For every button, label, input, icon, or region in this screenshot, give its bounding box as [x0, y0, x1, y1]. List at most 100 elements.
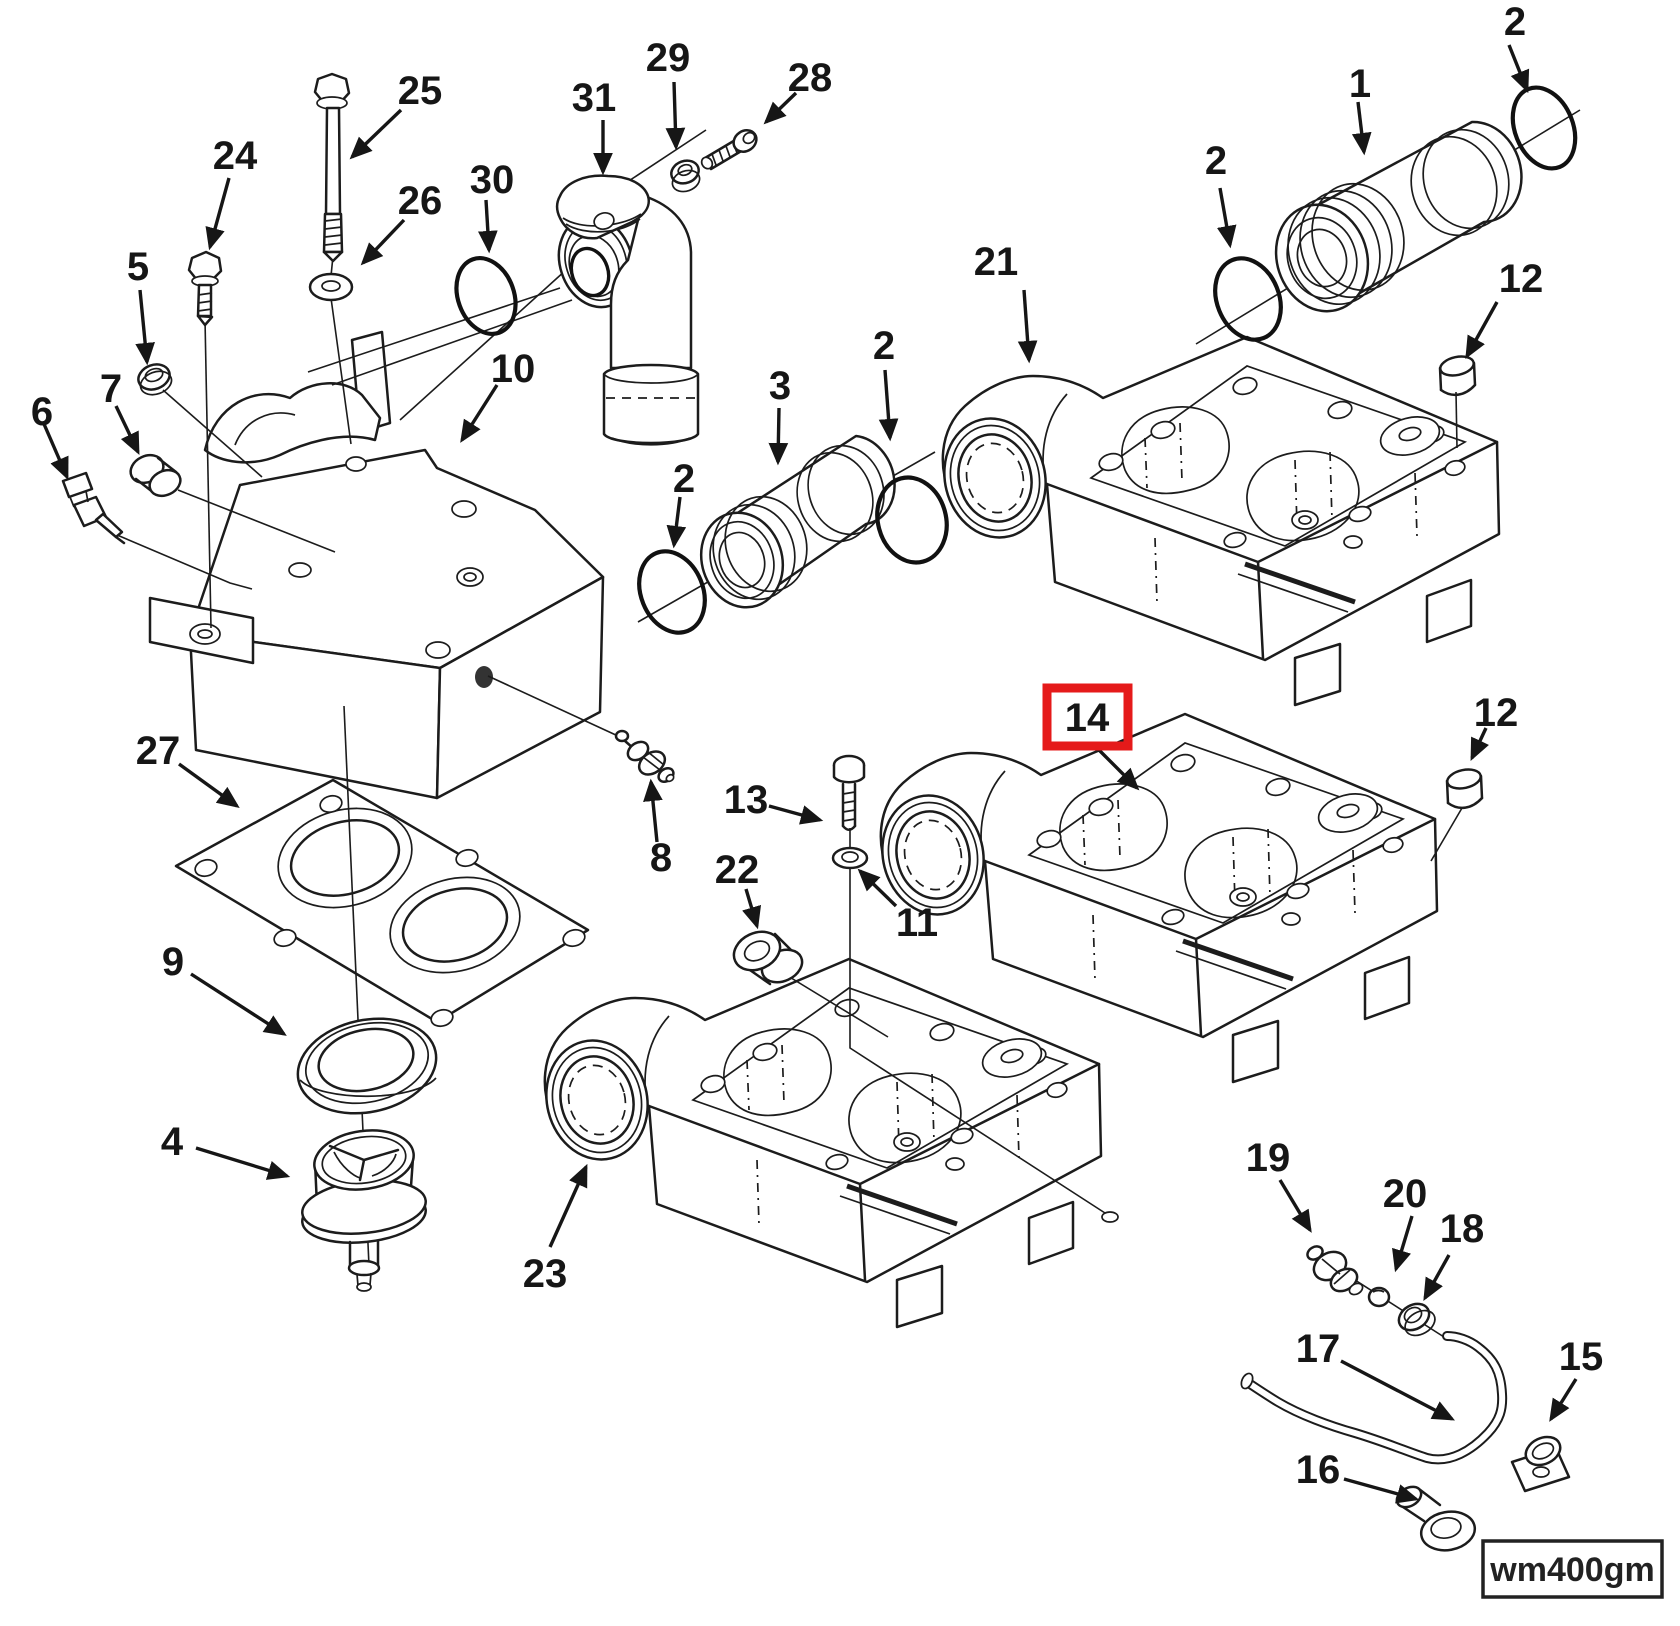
callout-label-9: 9 — [162, 940, 184, 984]
callout-arrow-13 — [768, 804, 824, 825]
caption-box — [1481, 1539, 1664, 1599]
callout-label-11: 11 — [896, 901, 938, 945]
o-ring-2-right-of-tube — [875, 475, 949, 565]
callout-arrow-2 — [1507, 44, 1530, 94]
bolt-25 — [313, 72, 351, 263]
callout-arrow-18 — [1423, 1254, 1451, 1301]
oil-cooler-housing-23 — [534, 959, 1101, 1327]
callout-arrow-30 — [478, 199, 498, 254]
oil-cooler-core-1 — [1274, 120, 1523, 313]
fitting-19 — [1306, 1245, 1364, 1296]
plug-5 — [137, 363, 173, 396]
drain-tube-17 — [1240, 1331, 1508, 1465]
callout-label-16: 16 — [1296, 1448, 1341, 1492]
callout-arrow-7 — [114, 405, 140, 456]
o-ring-2-left-of-core — [1213, 256, 1283, 342]
o-ring-30 — [454, 256, 518, 336]
plug-12-lower — [1445, 768, 1484, 810]
clamp-16 — [1395, 1485, 1477, 1552]
callout-arrow-1 — [1351, 101, 1372, 156]
callout-arrow-6 — [42, 423, 69, 481]
callout-arrow-16 — [1343, 1477, 1420, 1504]
callout-arrow-28 — [763, 91, 798, 125]
callout-arrow-23 — [548, 1163, 588, 1248]
callout-label-20: 20 — [1383, 1172, 1428, 1216]
callout-label-23: 23 — [523, 1252, 568, 1296]
callout-label-4: 4 — [161, 1120, 184, 1164]
clamp-15 — [1510, 1435, 1571, 1493]
caption-code: wm400gm — [1489, 1551, 1654, 1589]
callout-arrow-3 — [768, 407, 789, 466]
callout-label-3: 3 — [769, 364, 791, 408]
callout-arrow-24 — [205, 177, 231, 251]
callout-arrow-29 — [665, 81, 686, 151]
callout-arrow-27 — [178, 762, 240, 808]
nut-29 — [670, 159, 701, 193]
callout-label-2: 2 — [673, 457, 695, 501]
washer-11 — [831, 846, 869, 870]
callout-label-25: 25 — [398, 69, 443, 113]
seal-9 — [296, 1017, 438, 1115]
callout-label-26: 26 — [398, 179, 443, 223]
callout-label-18: 18 — [1440, 1207, 1485, 1251]
callout-label-8: 8 — [650, 836, 672, 880]
temperature-sensor-6 — [61, 471, 126, 545]
callout-label-2: 2 — [1504, 0, 1526, 44]
callout-arrow-2 — [878, 369, 899, 442]
water-outlet-elbow-31 — [555, 174, 700, 446]
callout-label-21: 21 — [974, 240, 1019, 284]
callout-label-6: 6 — [31, 390, 53, 434]
callout-arrow-5 — [135, 289, 155, 366]
plug-7 — [129, 453, 182, 498]
callout-label-22: 22 — [715, 848, 760, 892]
callout-arrow-20 — [1392, 1215, 1414, 1273]
callout-label-28: 28 — [788, 56, 833, 100]
callout-label-31: 31 — [572, 76, 617, 120]
callout-arrow-4 — [195, 1146, 291, 1180]
highlight-box-part-14 — [1042, 683, 1133, 751]
callout-label-10: 10 — [491, 347, 536, 391]
callout-label-2: 2 — [873, 324, 895, 368]
callout-arrow-25 — [349, 108, 403, 160]
callout-label-14-highlighted: 14 — [1065, 696, 1110, 740]
o-ring-2-left-of-tube — [637, 549, 707, 635]
callout-arrow-21 — [1017, 289, 1038, 364]
callout-arrow-8 — [643, 778, 663, 843]
callout-label-30: 30 — [470, 158, 515, 202]
callout-label-13: 13 — [724, 778, 769, 822]
bolt-24 — [187, 250, 223, 327]
callout-label-19: 19 — [1246, 1136, 1291, 1180]
oil-cooler-housing-21 — [932, 337, 1499, 705]
callout-label-15: 15 — [1559, 1335, 1604, 1379]
ball-20 — [1367, 1286, 1391, 1308]
callout-arrow-12 — [1465, 301, 1499, 359]
plug-12-upper — [1438, 355, 1477, 397]
callout-label-27: 27 — [136, 729, 181, 773]
callout-arrow-26 — [360, 218, 406, 266]
callout-arrow-22 — [742, 888, 762, 930]
callout-label-5: 5 — [127, 245, 149, 289]
callout-arrow-2 — [1216, 187, 1237, 249]
callout-label-12: 12 — [1474, 691, 1519, 735]
bolt-28 — [700, 129, 758, 171]
highlight-layer — [1042, 683, 1133, 751]
caption-layer: wm400gm — [1481, 1539, 1664, 1599]
callout-label-24: 24 — [213, 134, 258, 178]
callout-label-12: 12 — [1499, 257, 1544, 301]
fitting-8 — [614, 729, 675, 783]
callout-arrow-12 — [1470, 727, 1490, 762]
callout-label-29: 29 — [646, 36, 691, 80]
washer-26 — [308, 272, 354, 302]
callout-label-7: 7 — [100, 367, 122, 411]
transfer-tube-3 — [699, 434, 896, 609]
callout-label-2: 2 — [1205, 139, 1227, 183]
callout-arrow-15 — [1549, 1378, 1578, 1422]
callout-arrow-19 — [1278, 1179, 1312, 1233]
bolt-13 — [832, 754, 866, 831]
callout-arrow-14 — [1095, 746, 1140, 791]
callout-arrow-10 — [460, 384, 499, 443]
plug-22 — [732, 930, 804, 986]
